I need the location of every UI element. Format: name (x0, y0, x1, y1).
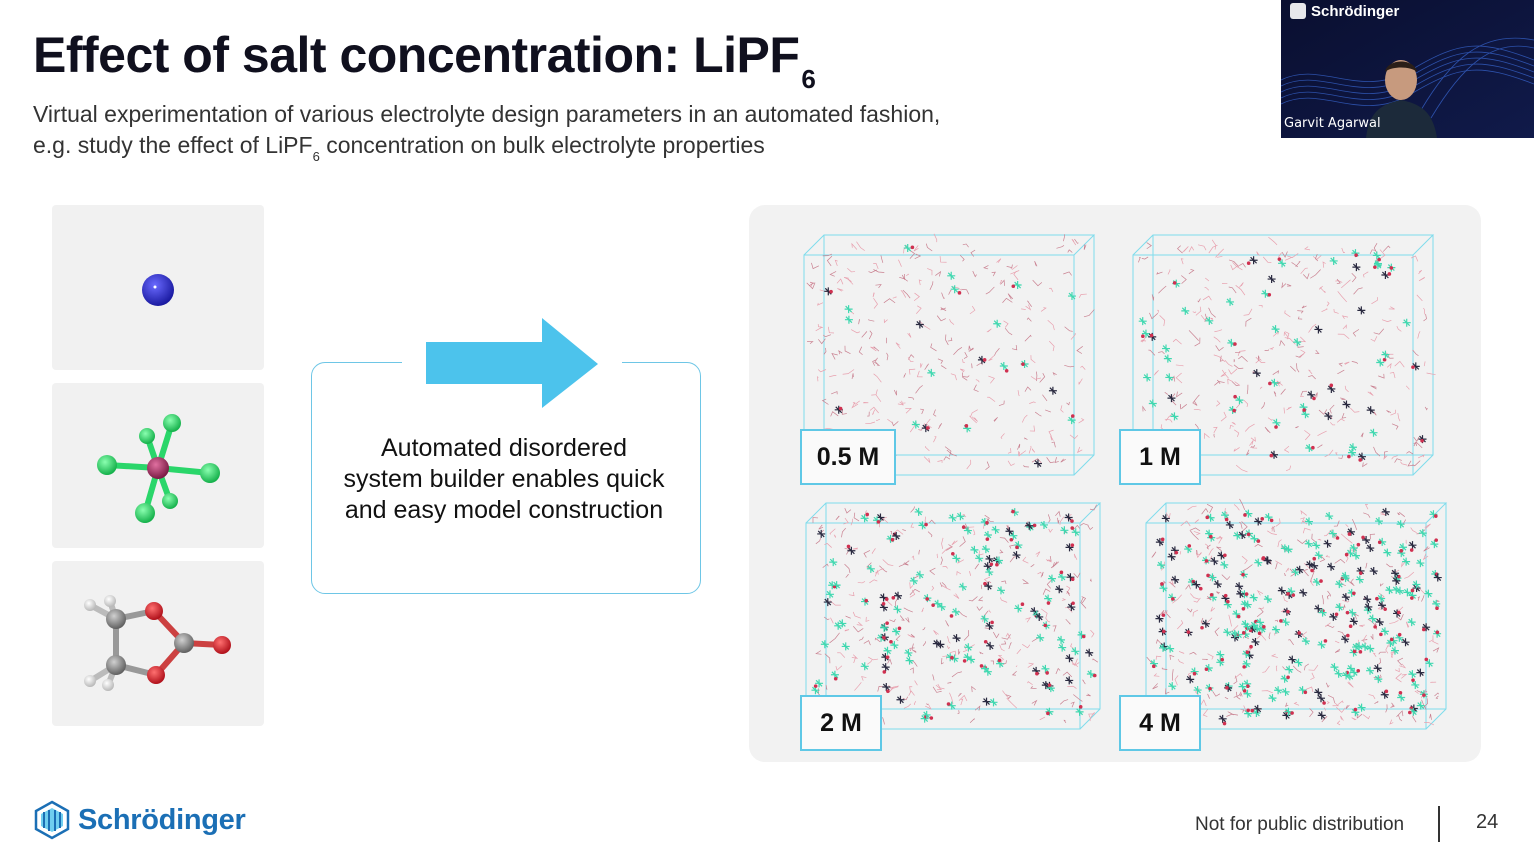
webcam-brand-label: Schrödinger (1311, 3, 1400, 20)
distribution-note: Not for public distribution (1195, 814, 1405, 835)
footer-brand: Schrödinger (78, 803, 246, 836)
slide-subtitle: Virtual experimentation of various elect… (33, 99, 1133, 172)
right-arrow-icon (426, 318, 598, 408)
footer-logo: Schrödinger (34, 800, 246, 840)
lithium-ion-icon (142, 274, 174, 306)
concentration-label-4m: 4 M (1119, 695, 1201, 751)
concentration-label-2m: 2 M (800, 695, 882, 751)
webcam-video (1281, 0, 1534, 138)
simulation-box-1 (1132, 234, 1436, 478)
slide-title: Effect of salt concentration: LiPF6 (33, 27, 816, 94)
lithium-ion-card (52, 205, 264, 370)
concentration-label-0-5m: 0.5 M (800, 429, 896, 485)
pf6-anion-card (52, 383, 264, 548)
builder-description: Automated disordered system builder enab… (343, 434, 665, 524)
pf6-molecule-icon (97, 414, 220, 523)
speaker-name: Garvit Agarwal (1284, 116, 1381, 131)
schrodinger-logo-icon (34, 800, 70, 840)
subtitle-line-2: e.g. study the effect of LiPF6 concentra… (33, 132, 765, 164)
ethylene-carbonate-molecule-icon (84, 595, 231, 691)
concentration-label-1m: 1 M (1119, 429, 1201, 485)
subtitle-line-1: Virtual experimentation of various elect… (33, 101, 941, 127)
simulation-box-2 (805, 502, 1102, 730)
speaker-webcam: Schrödinger Garvit Agarwal (1281, 0, 1534, 138)
title-subscript: 6 (801, 64, 816, 94)
ethylene-carbonate-card (52, 561, 264, 726)
page-number: 24 (1476, 811, 1499, 833)
footer-divider (1438, 806, 1440, 842)
